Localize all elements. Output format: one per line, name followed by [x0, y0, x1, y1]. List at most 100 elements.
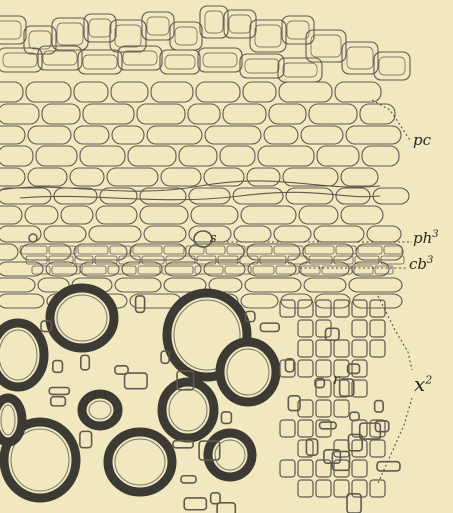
cortex-cell [286, 188, 333, 204]
epidermal-cell-lumen [205, 11, 223, 33]
ray-cell [280, 420, 295, 437]
cortex-cell [28, 126, 71, 144]
epidermal-cell-lumen [283, 63, 317, 77]
epidermal-cell [160, 50, 200, 74]
cambium-cell [20, 246, 47, 254]
epidermal-cell-lumen [57, 23, 83, 45]
cortex-cell [220, 146, 255, 166]
epidermal-cell-lumen [229, 15, 251, 33]
cortex-cell [74, 82, 108, 102]
cortex-cell [70, 168, 104, 186]
xylem-vessel [82, 394, 118, 426]
epidermal-cell-lumen [89, 19, 111, 37]
cortex-cell [191, 206, 238, 224]
label-pc: pc [413, 133, 431, 148]
epidermal-cell-lumen [165, 55, 195, 69]
xylem-fiber [184, 498, 206, 510]
label-cb3: cb3 [409, 256, 433, 272]
epidermal-cell-lumen [347, 47, 373, 69]
cortex-cell [269, 104, 306, 124]
ray-cell [352, 460, 367, 477]
ray-cell [352, 340, 367, 357]
xylem-fiber [125, 373, 147, 389]
epidermal-cell [374, 52, 410, 80]
cortex-cell [205, 126, 261, 144]
xylem-vessel [220, 342, 276, 402]
cambium-cell [225, 266, 251, 274]
epidermal-cell [0, 16, 26, 44]
xylem-fiber [350, 412, 359, 420]
cortex-cell [137, 104, 185, 124]
cortex-cell [147, 126, 202, 144]
epidermal-cell-lumen [0, 21, 21, 39]
ray-cell [370, 480, 385, 497]
cortex-cell [245, 278, 301, 292]
cortex-cell [223, 104, 266, 124]
xylem-fiber [377, 462, 400, 471]
cortex-cell [360, 104, 395, 124]
cortex-cell [304, 278, 346, 292]
ray-cell [334, 340, 349, 357]
cortex-cell [346, 126, 401, 144]
cambium-cell [78, 246, 108, 254]
ray-cell [280, 360, 295, 377]
ray-cell [316, 380, 331, 397]
ray-cell [334, 480, 349, 497]
cortex-cell [301, 126, 343, 144]
cortex-cell [42, 104, 80, 124]
ray-cell [298, 480, 313, 497]
ray-cell [370, 340, 385, 357]
cortex-cell [188, 104, 220, 124]
cortex-cell [258, 146, 314, 166]
ray-cell [352, 320, 367, 337]
cortex-cell [283, 168, 338, 186]
cambium-cell [301, 266, 320, 274]
cortex-cell [0, 146, 33, 166]
xylem-fiber [325, 328, 339, 340]
label-s: s [210, 232, 217, 245]
collapsed-cell-line [20, 192, 380, 199]
cortex-cell [144, 226, 186, 242]
epidermal-cell-lumen [123, 51, 157, 65]
ray-cell [334, 440, 349, 457]
cortex-cell [0, 188, 51, 204]
xylem-fiber [81, 355, 89, 369]
epidermal-cell [78, 50, 122, 74]
cortex-cell [247, 168, 280, 186]
ray-cell [298, 360, 313, 377]
epidermal-cell-lumen [311, 35, 341, 57]
cambium-cell [305, 246, 334, 254]
cortex-cell [179, 146, 217, 166]
xylem-fiber [285, 359, 293, 372]
ray-cell [298, 340, 313, 357]
ray-cell [280, 460, 295, 477]
cambium-cell [384, 246, 402, 254]
cambium-cell [82, 266, 106, 274]
cortex-cell [96, 206, 137, 224]
cambium-cell [206, 246, 225, 254]
cambium-cell [110, 246, 131, 254]
cortex-cell [281, 294, 312, 308]
xylem-fiber [136, 296, 145, 312]
cambium-cell [354, 266, 373, 274]
cortex-cell [112, 126, 144, 144]
cortex-cell [111, 82, 148, 102]
xylem-fiber [53, 361, 63, 373]
cortex-cell [341, 168, 378, 186]
cortex-cell [341, 206, 383, 224]
cambium-cell [375, 266, 393, 274]
ray-cell [370, 320, 385, 337]
xylem-vessel [0, 398, 22, 442]
cortex-cell [80, 146, 125, 166]
cortex-cell [61, 206, 93, 224]
cortex-cell [0, 126, 25, 144]
cortex-cell [161, 168, 201, 186]
cortex-cell [314, 226, 364, 242]
xylem-fiber [217, 503, 235, 513]
cortex-cell [36, 146, 77, 166]
cortex-cell [335, 82, 381, 102]
ray-cell [298, 320, 313, 337]
cortex-cell [26, 82, 71, 102]
cortex-cell [83, 104, 134, 124]
epidermal-cell [240, 54, 284, 78]
